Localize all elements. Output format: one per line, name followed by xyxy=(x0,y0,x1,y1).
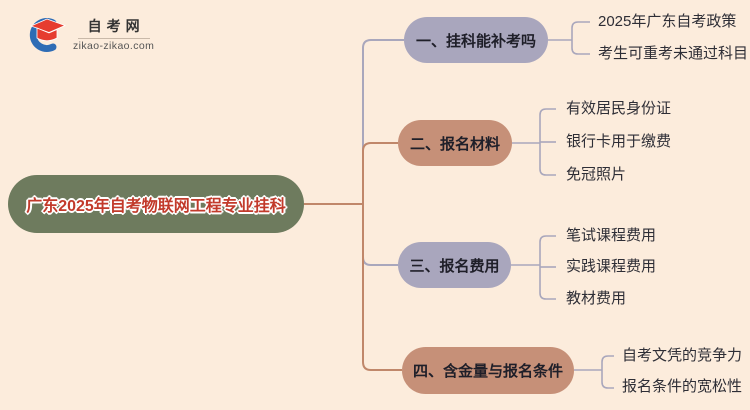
leaf-item: 考生可重考未通过科目 xyxy=(598,45,749,62)
branch-node-1: 一、挂科能补考吗 xyxy=(404,17,548,63)
logo-domain: zikao-zikao.com xyxy=(73,40,155,52)
bracket-branch-1 xyxy=(548,21,590,55)
bracket-branch-4 xyxy=(574,355,614,389)
branch-label-1: 一、挂科能补考吗 xyxy=(415,32,536,50)
connector-branch-4 xyxy=(362,204,402,371)
leaf-item: 免冠照片 xyxy=(566,166,627,183)
root-topic-node: 广东2025年自考物联网工程专业挂科 xyxy=(8,175,304,233)
site-logo: 自考网 zikao-zikao.com xyxy=(24,12,154,56)
root-topic-label: 广东2025年自考物联网工程专业挂科 xyxy=(26,198,286,215)
leaf-item: 自考文凭的竞争力 xyxy=(622,347,743,364)
branch-label-2: 二、报名材料 xyxy=(409,135,500,153)
branch-node-3: 三、报名费用 xyxy=(398,242,511,288)
leaf-item: 银行卡用于缴费 xyxy=(566,133,672,150)
leaf-item: 实践课程费用 xyxy=(566,258,657,275)
leaf-item: 有效居民身份证 xyxy=(566,100,672,117)
leaf-item: 2025年广东自考政策 xyxy=(598,13,737,30)
branch-node-2: 二、报名材料 xyxy=(398,120,512,166)
connector-branch-1 xyxy=(362,39,404,204)
branch-label-3: 三、报名费用 xyxy=(409,257,500,275)
leaf-item: 笔试课程费用 xyxy=(566,227,657,244)
connector-branch-2 xyxy=(362,142,398,204)
branch-node-4: 四、含金量与报名条件 xyxy=(402,347,574,394)
leaf-item: 报名条件的宽松性 xyxy=(622,378,743,395)
logo-divider xyxy=(77,38,150,39)
connector-branch-3 xyxy=(362,204,398,266)
bracket-branch-3 xyxy=(511,235,556,300)
branch-label-4: 四、含金量与报名条件 xyxy=(412,363,563,380)
graduation-cap-icon xyxy=(29,18,67,52)
logo-title: 自考网 xyxy=(87,18,145,34)
leaf-item: 教材费用 xyxy=(566,290,627,307)
bracket-branch-2 xyxy=(512,108,556,176)
